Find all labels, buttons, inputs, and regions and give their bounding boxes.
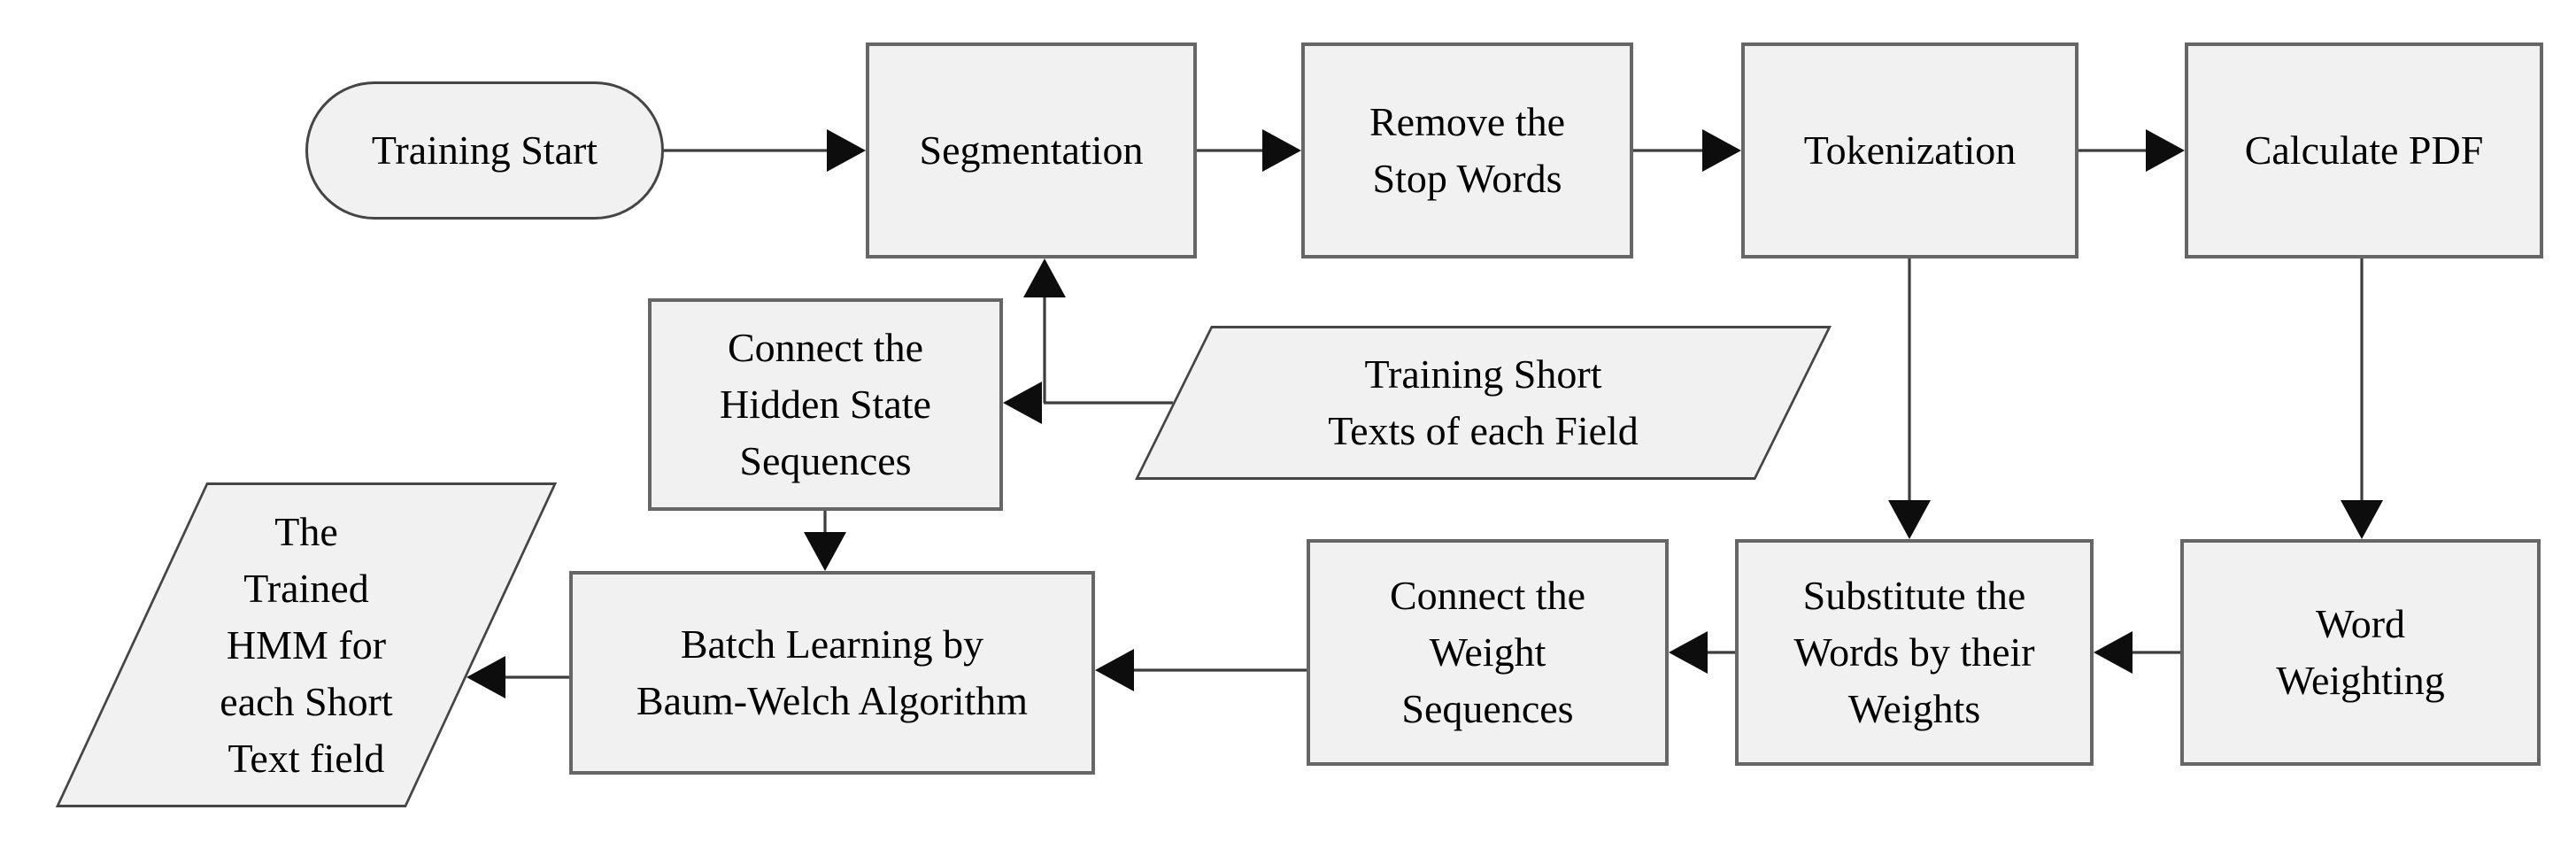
- edge-calculate-pdf-to-word-weighting: [2341, 258, 2383, 539]
- node-label: Training Short Texts of each Field: [1328, 351, 1639, 453]
- node-connect-weight-sequences: Connect the Weight Sequences: [1307, 539, 1669, 766]
- edge-segmentation-to-remove-stop-words: [1197, 129, 1301, 172]
- node-remove-stop-words: Remove the Stop Words: [1301, 42, 1633, 258]
- node-segmentation: Segmentation: [866, 42, 1197, 258]
- edge-connect-weight-sequences-to-batch-learning: [1095, 649, 1307, 691]
- node-word-weighting: Word Weighting: [2180, 539, 2541, 766]
- node-training-short-texts: Training Short Texts of each Field: [1135, 326, 1832, 480]
- edge-substitute-words-to-connect-weight-sequences: [1669, 631, 1735, 674]
- edge-remove-stop-words-to-tokenization: [1633, 129, 1741, 172]
- edge-training-short-texts-to-connect-hidden-state: [1003, 382, 1173, 424]
- edge-batch-learning-to-trained-hmm: [467, 656, 569, 698]
- node-trained-hmm-output: The Trained HMM for each Short Text fiel…: [55, 482, 558, 807]
- node-connect-hidden-state-sequences: Connect the Hidden State Sequences: [648, 298, 1003, 511]
- edge-tokenization-to-substitute-words: [1888, 258, 1931, 539]
- node-substitute-words-by-weights: Substitute the Words by their Weights: [1735, 539, 2094, 766]
- edge-training-start-to-segmentation: [664, 129, 866, 172]
- node-tokenization: Tokenization: [1741, 42, 2079, 258]
- node-label: The Trained HMM for each Short Text fiel…: [220, 508, 393, 781]
- edge-word-weighting-to-substitute-words: [2094, 631, 2180, 674]
- edge-connect-hidden-state-to-batch-learning: [804, 511, 846, 571]
- node-training-start: Training Start: [305, 81, 664, 220]
- edge-training-short-texts-to-segmentation: [1023, 258, 1066, 403]
- edge-tokenization-to-calculate-pdf: [2079, 129, 2185, 172]
- node-calculate-pdf: Calculate PDF: [2185, 42, 2543, 258]
- node-batch-learning-baum-welch: Batch Learning by Baum-Welch Algorithm: [569, 571, 1095, 775]
